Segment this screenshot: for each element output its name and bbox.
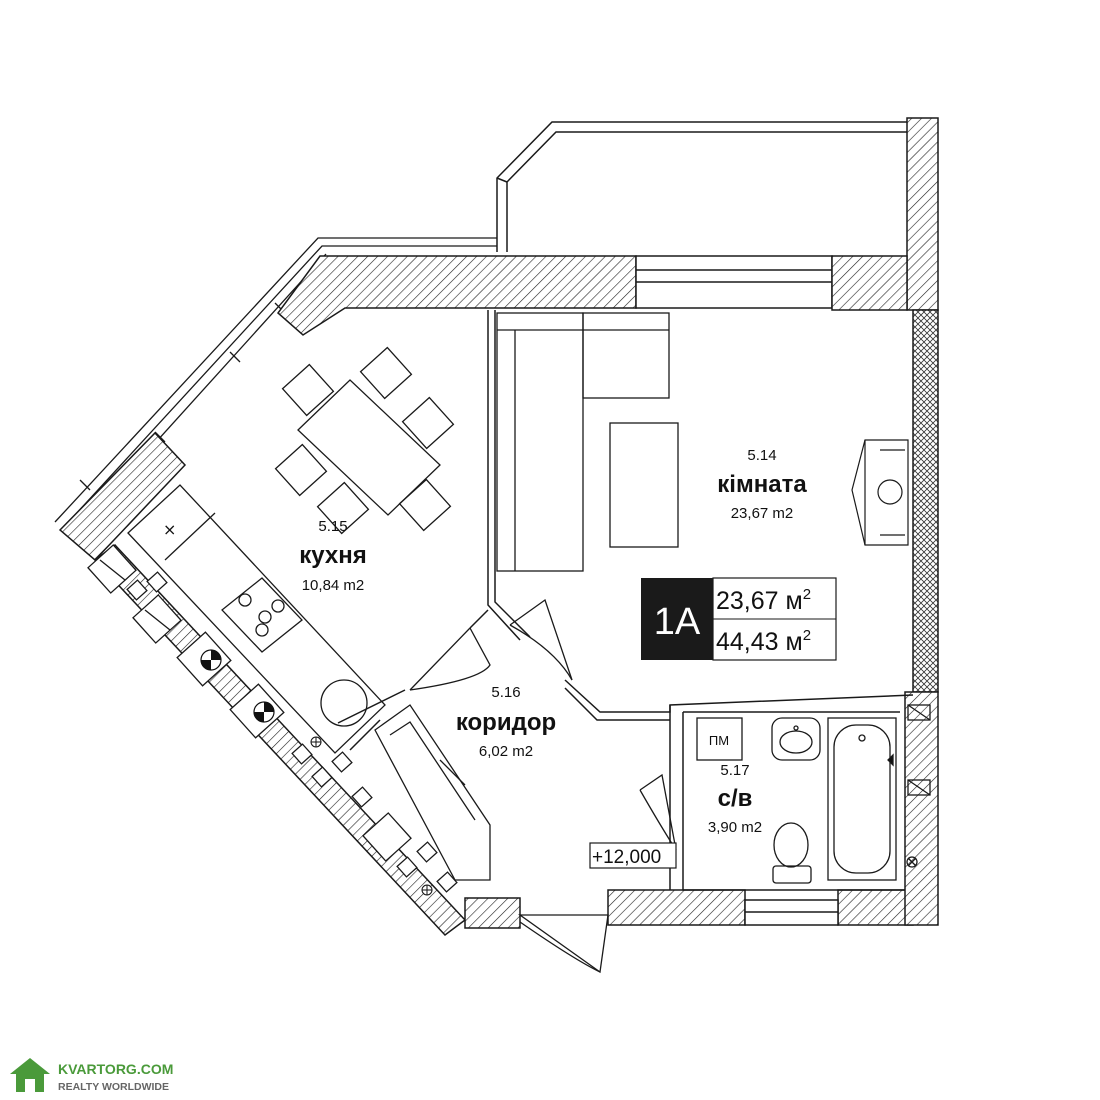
room-area: 10,84 m2	[302, 577, 365, 594]
level-mark: +12,000	[592, 847, 661, 868]
room-label-kukhnia: 5.15 кухня 10,84 m2	[299, 518, 367, 594]
watermark: KVARTORG.COM REALTY WORLDWIDE	[10, 1058, 173, 1093]
apartment-type: 1А	[654, 601, 701, 643]
balcony	[496, 121, 907, 252]
level-mark-box	[589, 842, 677, 869]
room-name: с/в	[718, 785, 753, 812]
room-number: 5.16	[491, 684, 520, 701]
dining-set	[274, 346, 455, 535]
room-name: кімната	[717, 471, 807, 498]
house-logo-icon	[10, 1058, 50, 1092]
room-number: 5.17	[720, 762, 749, 779]
svg-text:×: ×	[163, 520, 176, 539]
bathroom-machine-label: ПМ	[709, 733, 729, 748]
coffee-table	[609, 422, 679, 548]
tv-unit	[851, 439, 909, 546]
partitions	[337, 310, 914, 891]
room-label-sv: 5.17 с/в 3,90 m2	[708, 762, 762, 836]
living-area: 23,67 м2	[716, 586, 811, 615]
room-label-kimnata: 5.14 кімната 23,67 m2	[717, 447, 807, 522]
room-label-korydor: 5.16 коридор 6,02 m2	[456, 684, 556, 760]
watermark-tagline: REALTY WORLDWIDE	[58, 1081, 169, 1093]
room-name: коридор	[456, 709, 556, 736]
room-area: 23,67 m2	[731, 505, 794, 522]
room-name: кухня	[299, 542, 367, 569]
wall-balcony-right	[906, 117, 939, 311]
room-number: 5.14	[747, 447, 776, 464]
bathroom-fixtures	[696, 704, 931, 884]
kitchen-counter: ×	[127, 484, 386, 754]
room-area: 6,02 m2	[479, 743, 533, 760]
total-area: 44,43 м2	[716, 627, 811, 656]
watermark-site: KVARTORG.COM	[58, 1061, 173, 1077]
sofa	[496, 312, 670, 572]
apartment-badge: 1А 23,67 м2 44,43 м2	[641, 577, 837, 661]
wardrobe	[374, 704, 491, 881]
room-area: 3,90 m2	[708, 819, 762, 836]
vent-symbols	[200, 649, 433, 896]
room-number: 5.15	[318, 518, 347, 535]
